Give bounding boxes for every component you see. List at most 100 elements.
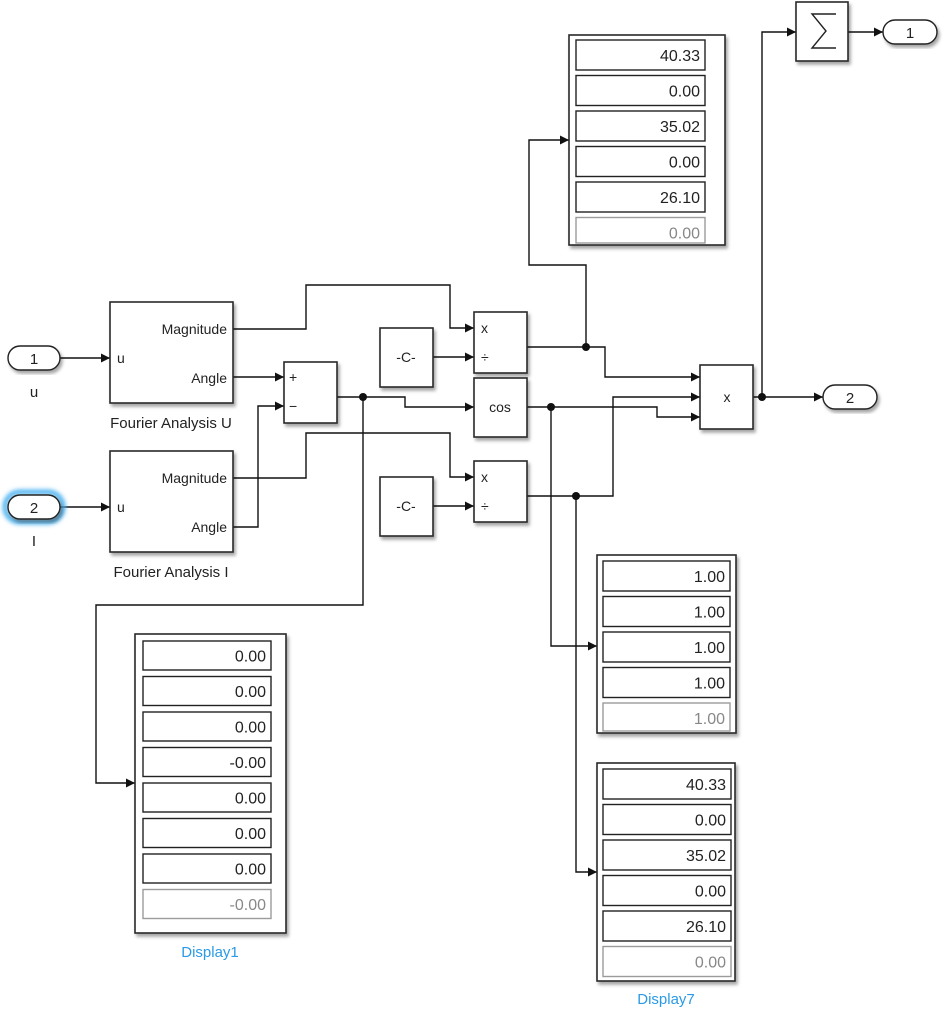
- display-value: 0.00: [695, 955, 726, 972]
- inport-2-label: I: [32, 533, 36, 550]
- branch-dot: [582, 343, 590, 351]
- display-value: -0.00: [230, 897, 267, 914]
- wire-magI-divide[interactable]: [233, 432, 474, 482]
- inport-2-number: 2: [30, 500, 38, 517]
- wire-sum-cos[interactable]: [337, 396, 474, 412]
- port-divide: ÷: [481, 498, 489, 514]
- display-value: 1.00: [694, 605, 725, 622]
- display-value: 0.00: [235, 649, 266, 666]
- sum-of-elements-block[interactable]: [795, 1, 849, 62]
- constant-label: -C-: [396, 349, 416, 365]
- port-label-magnitude: Magnitude: [162, 321, 228, 337]
- branch-dot: [758, 393, 766, 401]
- outport-1-number: 1: [906, 25, 914, 42]
- display-cell: [602, 874, 732, 907]
- display-cell: [602, 945, 732, 978]
- constant-block-bottom[interactable]: -C-: [379, 476, 434, 537]
- inport-1-number: 1: [30, 351, 38, 368]
- branch-dot: [359, 393, 367, 401]
- display-cell: [602, 666, 731, 699]
- wire-angleI-sum[interactable]: [233, 401, 284, 528]
- wire-divtop-product[interactable]: [527, 346, 700, 382]
- display-value: 0.00: [669, 226, 700, 243]
- display-cell: [142, 746, 272, 778]
- display-cell: [142, 640, 272, 671]
- inport-1[interactable]: 1 u: [7, 345, 61, 401]
- display-cell: [602, 839, 732, 871]
- wire-product-sumelements[interactable]: [761, 27, 796, 397]
- display-cell: [142, 675, 272, 707]
- product-label: x: [724, 389, 731, 405]
- port-multiply: x: [481, 320, 488, 336]
- display-cell: [142, 888, 272, 920]
- display-cell: [142, 853, 272, 884]
- port-divide: ÷: [481, 349, 489, 365]
- display1-name: Display1: [181, 944, 239, 961]
- display-value: 0.00: [695, 884, 726, 901]
- sign-minus: −: [289, 398, 297, 414]
- display-value: 40.33: [686, 777, 726, 794]
- selection-highlight: [2, 489, 66, 525]
- wire-sum-display1[interactable]: [95, 397, 364, 788]
- divide-block-top[interactable]: x ÷: [473, 311, 528, 374]
- display-cell: [575, 74, 706, 107]
- port-label-u: u: [117, 350, 125, 366]
- branch-dot: [547, 403, 555, 411]
- display-cell: [575, 216, 706, 244]
- display-value: 1.00: [694, 640, 725, 657]
- sigma-icon: [810, 13, 836, 49]
- outport-1[interactable]: 1: [882, 19, 938, 45]
- fourier-analysis-u-block[interactable]: u Magnitude Angle Fourier Analysis U: [109, 301, 234, 432]
- display-value: 0.00: [235, 862, 266, 879]
- outport-2[interactable]: 2: [822, 384, 878, 410]
- display-value: 26.10: [686, 919, 726, 936]
- cos-label: cos: [489, 399, 511, 415]
- wire-divbot-display7[interactable]: [575, 496, 597, 877]
- display-value: 0.00: [235, 791, 266, 808]
- block-name-fourier-i: Fourier Analysis I: [113, 564, 228, 581]
- display-cell: [602, 910, 732, 942]
- display-cell: [602, 595, 731, 628]
- constant-label: -C-: [396, 498, 416, 514]
- display-value: 0.00: [695, 813, 726, 830]
- port-multiply: x: [481, 469, 488, 485]
- port-label-angle: Angle: [191, 519, 227, 535]
- port-label-magnitude: Magnitude: [162, 470, 228, 486]
- inport-2[interactable]: 2 I: [2, 489, 66, 550]
- branch-dot: [572, 492, 580, 500]
- constant-block-top[interactable]: -C-: [379, 327, 434, 388]
- display-cell: [142, 782, 272, 813]
- display1-block[interactable]: Display1 0.000.000.00-0.000.000.000.00-0…: [134, 633, 287, 961]
- divide-block-bottom[interactable]: x ÷: [473, 460, 528, 523]
- sign-plus: +: [289, 369, 297, 385]
- port-label-u: u: [117, 499, 125, 515]
- display-value: 0.00: [669, 84, 700, 101]
- wire-divbot-product[interactable]: [527, 392, 700, 497]
- display-cell: [575, 110, 706, 142]
- display-cell: [575, 181, 706, 213]
- cos-block[interactable]: cos: [473, 377, 528, 438]
- display7-name: Display7: [637, 991, 695, 1008]
- display-value: 1.00: [694, 711, 725, 728]
- wire-cos-displaymid[interactable]: [550, 407, 597, 651]
- wire-magU-divide[interactable]: [233, 284, 474, 333]
- display-cell: [575, 39, 706, 71]
- product-block[interactable]: x: [699, 364, 754, 430]
- display-cell: [142, 711, 272, 742]
- display-block-mid[interactable]: 1.001.001.001.001.00: [596, 554, 737, 734]
- wire-divtop-displaytop[interactable]: [528, 135, 587, 347]
- branch-points: [359, 343, 766, 500]
- fourier-analysis-i-block[interactable]: u Magnitude Angle Fourier Analysis I: [109, 450, 234, 581]
- display-value: 0.00: [669, 155, 700, 172]
- display-cell: [602, 768, 732, 800]
- outport-2-number: 2: [846, 390, 854, 407]
- display-value: 26.10: [660, 190, 700, 207]
- display-value: 40.33: [660, 48, 700, 65]
- display-cell: [602, 702, 731, 732]
- subtract-block[interactable]: + −: [283, 361, 338, 424]
- display-value: 0.00: [235, 720, 266, 737]
- display-value: -0.00: [230, 755, 267, 772]
- wire-cos-product[interactable]: [527, 406, 700, 422]
